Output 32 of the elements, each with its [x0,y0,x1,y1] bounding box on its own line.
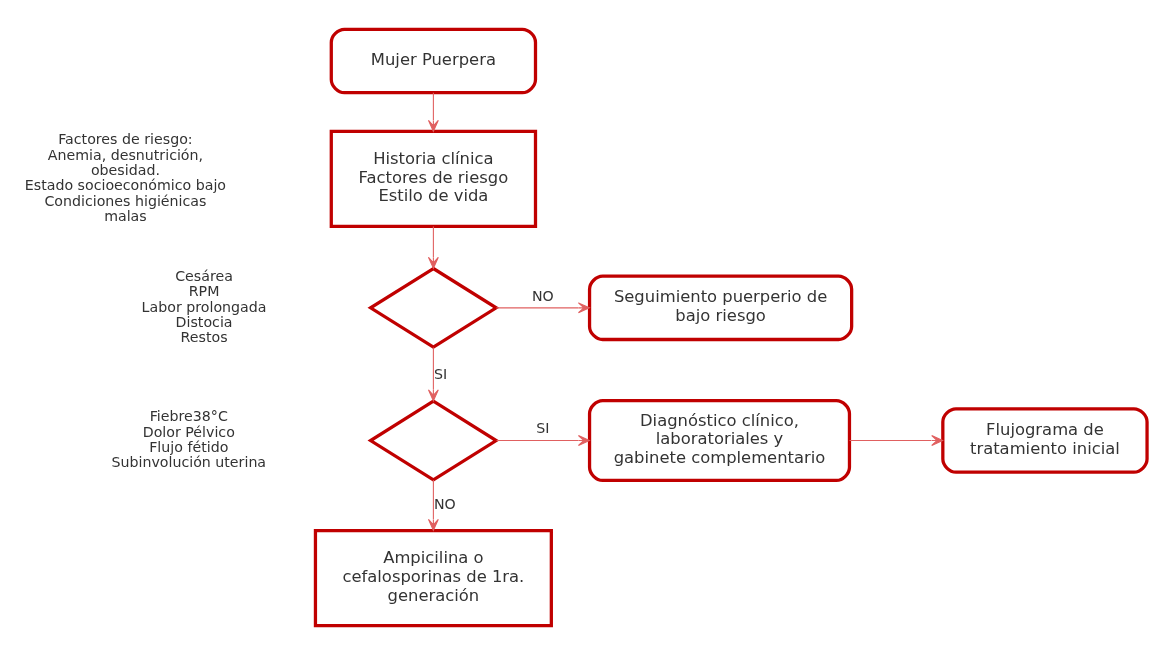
node-box: Flujograma de tratamiento inicial [941,406,1149,474]
node-label: Subinvolución uterina [111,453,267,470]
node-label: Estado socioeconómico bajo [24,176,227,193]
node-label: Fiebre38°C [149,407,228,424]
arrow [427,91,439,132]
node-label: Restos [180,328,228,345]
edge-label: NO [531,287,554,304]
node-label: RPM [188,282,220,299]
arrow [496,434,590,446]
node-label: Dolor Pélvico [142,423,235,440]
arrow [427,479,439,531]
node-diamond [367,398,500,482]
edge-label: SI [536,419,550,436]
node-box: Mujer Puerpera [329,27,538,94]
node-label: Condiciones higiénicas malas [44,192,207,224]
node-label: Cesárea [175,267,233,284]
edge-label: NO [433,495,456,512]
node-box: Historia clínica Factores de riesgo Estilo de vida [329,129,538,228]
node-box: Ampicilina o cefalosporinas de 1ra. generación [313,528,553,627]
arrow [495,301,590,313]
node-box: Seguimiento puerperio de bajo riesgo [587,274,854,341]
node-label: Distocia [175,313,233,330]
node-label: Flujo fétido [149,438,229,455]
node-label: Factores de riesgo: [58,130,193,147]
arrow [427,225,439,269]
arrow [427,346,439,401]
node-label: Anemia, desnutrición, obesidad. [47,146,204,178]
node-box: Diagnóstico clínico, laboratoriales y gabinete complementario [587,398,852,482]
node-diamond [367,266,500,349]
edge-label: SI [433,365,448,382]
node-label: Labor prolongada [141,298,267,315]
arrow [848,434,944,446]
